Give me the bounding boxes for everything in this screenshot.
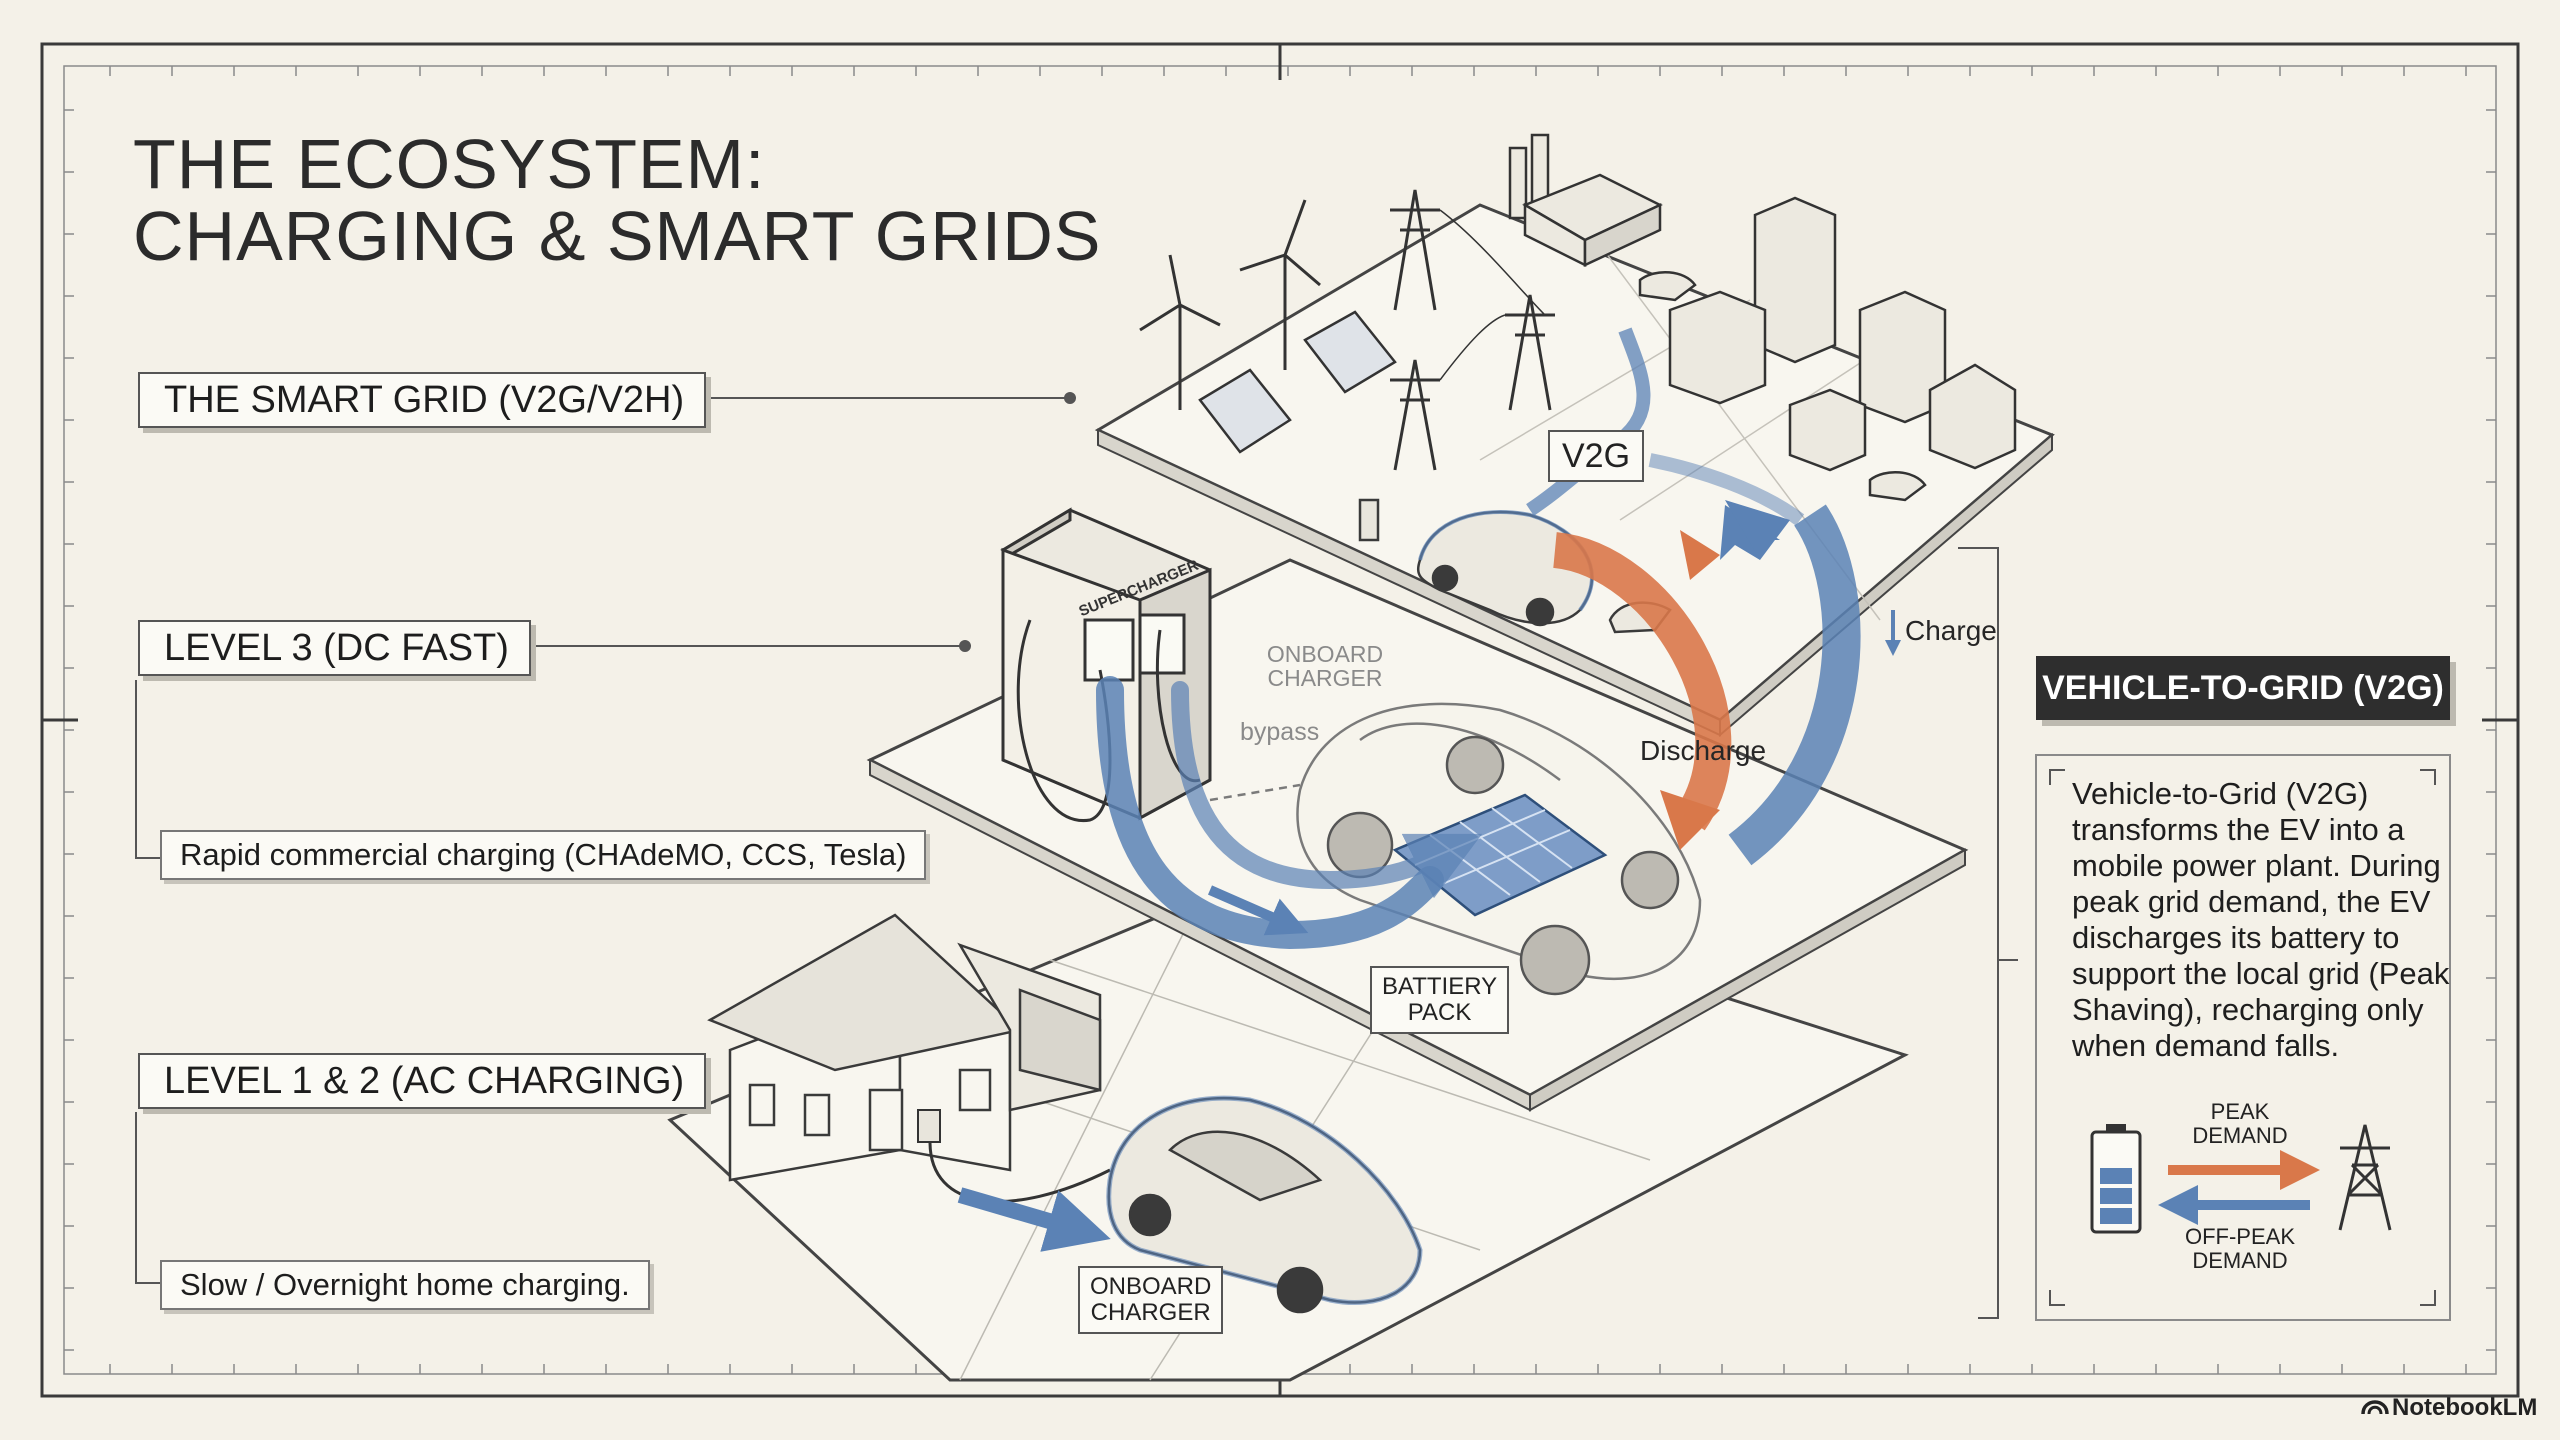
battery-line-1: BATTIERY [1382,973,1498,1000]
description-frame [2035,754,2451,1321]
charge-label: Charge [1905,615,1997,646]
solar-panels [1198,310,1397,454]
onboard-charger-label: ONBOARD CHARGER [1078,1266,1224,1334]
level3-detail: Rapid commercial charging (CHAdeMO, CCS,… [160,830,927,880]
v2g-label: V2G [1548,430,1645,482]
home-car [1106,1095,1423,1314]
battery-line-2: PACK [1407,999,1472,1026]
grid-car [1358,498,1672,634]
peak-demand-label: PEAK DEMAND [2180,1100,2300,1148]
power-pylons [1390,189,1555,471]
city-buildings [1638,196,2017,502]
page-title: THE ECOSYSTEM: CHARGING & SMART GRIDS [133,128,1101,272]
home-charger [917,1109,1111,1252]
onboard-charger-ghost-label: ONBOARD CHARGER [1255,642,1395,690]
discharge-label: Discharge [1640,735,1767,766]
offpeak-line-2: DEMAND [2192,1248,2288,1273]
peak-line-2: DEMAND [2192,1123,2288,1148]
onboard-ghost-line-2: CHARGER [1267,665,1383,691]
onboard-line-2: CHARGER [1090,1299,1211,1326]
smart-grid-tag: THE SMART GRID (V2G/V2H) [138,372,707,428]
v2g-description: Vehicle-to-Grid (V2G) transforms the EV … [2072,776,2450,1063]
onboard-line-1: ONBOARD [1090,1273,1212,1300]
onboard-ghost-line-1: ONBOARD [1266,641,1384,667]
title-line-2: CHARGING & SMART GRIDS [133,197,1102,275]
notebooklm-watermark: NotebookLM [2392,1394,2538,1421]
battery-pack-label: BATTIERY PACK [1370,966,1510,1034]
bypass-label: bypass [1240,718,1320,746]
v2g-heading: VEHICLE-TO-GRID (V2G) [2036,656,2450,720]
peak-line-1: PEAK [2210,1099,2270,1124]
power-plant [1508,133,1663,268]
title-line-1: THE ECOSYSTEM: [133,125,766,203]
v2g-cycle-arrows [1552,500,1861,866]
notebooklm-logo-icon [2361,1400,2389,1415]
level12-tag: LEVEL 1 & 2 (AC CHARGING) [138,1053,707,1109]
wind-turbines [1139,199,1321,410]
level3-tag: LEVEL 3 (DC FAST) [138,620,531,676]
v2g-legend [2090,1124,2392,1234]
offpeak-demand-label: OFF-PEAK DEMAND [2170,1225,2310,1273]
level12-detail: Slow / Overnight home charging. [160,1260,650,1310]
dc-charge-flow [1096,676,1483,950]
offpeak-line-1: OFF-PEAK [2184,1224,2295,1249]
